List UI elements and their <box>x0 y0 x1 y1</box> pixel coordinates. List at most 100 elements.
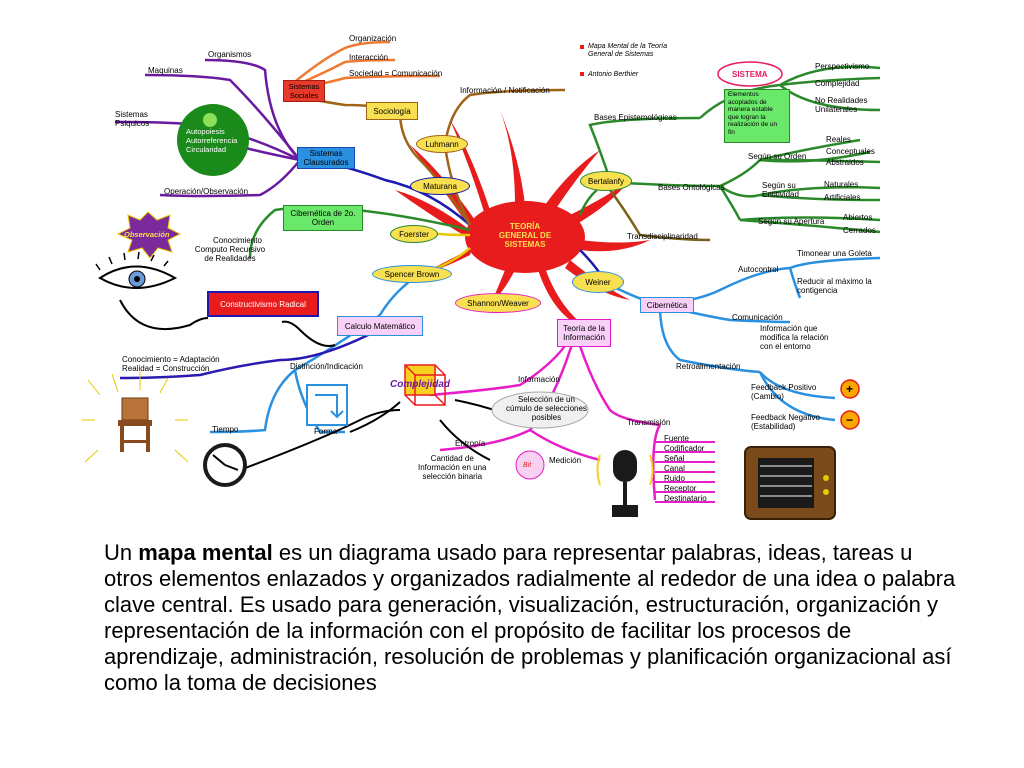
node-naturales: Naturales <box>824 180 859 189</box>
node-weiner: Weiner <box>572 271 624 293</box>
sistema-cloud <box>717 61 783 87</box>
complejidad-cube-icon <box>404 364 446 406</box>
node-conceptuales: Conceptuales <box>826 147 875 156</box>
legend-bullet-icon <box>580 72 584 76</box>
mind-map-connectors <box>82 40 881 520</box>
bit-label: Bit <box>523 462 532 469</box>
chair-icon <box>82 372 189 463</box>
node-organismos: Organismos <box>208 50 252 59</box>
transmision-list: Fuente Codificador Señal Canal Ruido Rec… <box>664 434 707 504</box>
node-abstraidos: Abstraidos <box>826 158 864 167</box>
node-calculo-matematico: Calculo Matemático <box>337 316 423 336</box>
node-segun-orden: Según su Orden <box>748 152 807 161</box>
node-feedback-negativo: Feedback Negativo(Estabilidad) <box>751 413 820 431</box>
caption-bold: mapa mental <box>138 540 273 565</box>
node-sociedad-comunicacion: Sociedad = Comunicación <box>349 69 443 78</box>
node-entropia: Entropía <box>455 439 486 448</box>
node-constructivismo-radical: Constructivismo Radical <box>207 291 319 317</box>
transmision-receptor: Receptor <box>664 484 697 493</box>
node-computo-recursivo: Computo Recursivo de Realidades <box>194 245 266 263</box>
node-complejidad: Complejidad <box>390 379 451 390</box>
center-node-bg <box>465 201 585 273</box>
node-foerster: Foerster <box>390 225 438 243</box>
plus-circle <box>840 379 860 399</box>
eye-icon <box>95 251 178 289</box>
bit-badge <box>515 450 545 480</box>
node-bases-ontologicas: Bases Ontológicas <box>658 183 725 192</box>
node-retroalimentacion: Retroalimentación <box>676 362 741 371</box>
node-timonear: Timonear una Goleta <box>797 249 872 258</box>
transmision-destinatario: Destinatario <box>664 494 707 503</box>
center-node: TEORÍA GENERAL DE SISTEMAS <box>498 222 552 249</box>
node-bertalanfy: Bertalanfy <box>580 171 632 191</box>
radio-icon <box>744 446 836 520</box>
branch-lines <box>114 40 881 501</box>
node-feedback-positivo: Feedback Positivo(Cambio) <box>751 383 817 401</box>
node-conocimiento: Conocimiento <box>213 236 262 245</box>
legend-item-1: Mapa Mental de la Teoría General de Sist… <box>588 43 668 58</box>
node-spencer-brown: Spencer Brown <box>372 265 452 283</box>
node-cibernetica: Cibernética <box>640 297 694 313</box>
observacion-burst-icon <box>116 211 182 259</box>
node-organizacion: Organización <box>349 34 397 43</box>
node-autocontrol: Autocontrol <box>738 265 779 274</box>
node-distincion-indicacion: Distinción/Indicación <box>290 362 363 371</box>
node-maturana: Maturana <box>410 177 470 195</box>
node-luhmann: Luhmann <box>416 135 468 153</box>
caption-rest: es un diagrama usado para representar pa… <box>104 540 956 695</box>
node-complejidad-r: Complejidad <box>815 79 860 88</box>
node-medicion: Medición <box>549 456 582 465</box>
transmision-senal: Señal <box>664 454 685 463</box>
node-informacion: Información <box>518 375 560 384</box>
globe-highlight <box>203 113 217 127</box>
autopoiesis-globe <box>177 104 249 176</box>
transmission-ticks <box>655 441 715 503</box>
node-cibernetica-2-orden: Cibernética de 2o. Orden <box>283 205 363 231</box>
minus-sign: − <box>846 413 854 427</box>
transmision-fuente: Fuente <box>664 434 689 443</box>
node-transmision: Transmisión <box>627 418 671 427</box>
forma-box-icon <box>306 384 348 426</box>
node-abiertos: Abiertos <box>843 213 873 222</box>
node-perspectivismo: Perspectivismo <box>815 62 870 71</box>
node-bases-epistemologicas: Bases Epistemológicas <box>594 113 677 122</box>
node-interaccion: Interacción <box>349 53 389 62</box>
mind-map: TEORÍA GENERAL DE SISTEMAS Mapa Mental d… <box>82 34 881 520</box>
node-operacion-observacion: Operación/Observación <box>164 187 249 196</box>
transmision-canal: Canal <box>664 464 685 473</box>
transmision-codificador: Codificador <box>664 444 705 453</box>
clock-icon <box>203 443 247 487</box>
caption-paragraph: Un mapa mental es un diagrama usado para… <box>104 540 964 696</box>
node-cerrados: Cerrados <box>843 226 876 235</box>
plus-sign: + <box>846 382 854 396</box>
node-comunicacion: Comunicación <box>732 313 783 322</box>
node-reales: Reales <box>826 135 851 144</box>
caption-prefix: Un <box>104 540 139 565</box>
node-sistema: SISTEMA <box>732 70 768 79</box>
microphone-icon <box>596 450 654 517</box>
node-tiempo: Tiempo <box>212 425 239 434</box>
node-observacion: Observación <box>124 230 170 239</box>
node-sistemas-clausurados: Sistemas Clausurados <box>297 147 355 169</box>
node-segun-apertura: Según su Apertura <box>758 217 825 226</box>
legend-bullet-icon <box>580 45 584 49</box>
minus-circle <box>840 410 860 430</box>
node-sistemas-sociales: Sistemas Sociales <box>283 80 325 102</box>
node-artificiales: Artificiales <box>824 193 861 202</box>
node-sociologia: Sociología <box>366 102 418 120</box>
node-transdisciplinaridad: Transdisciplinaridad <box>627 232 698 241</box>
legend-item-2: Antonio Berthier <box>588 71 639 78</box>
node-forma: Forma <box>314 427 338 436</box>
node-maquinas: Maquinas <box>148 66 183 75</box>
node-shannon-weaver: Shannon/Weaver <box>455 293 541 313</box>
